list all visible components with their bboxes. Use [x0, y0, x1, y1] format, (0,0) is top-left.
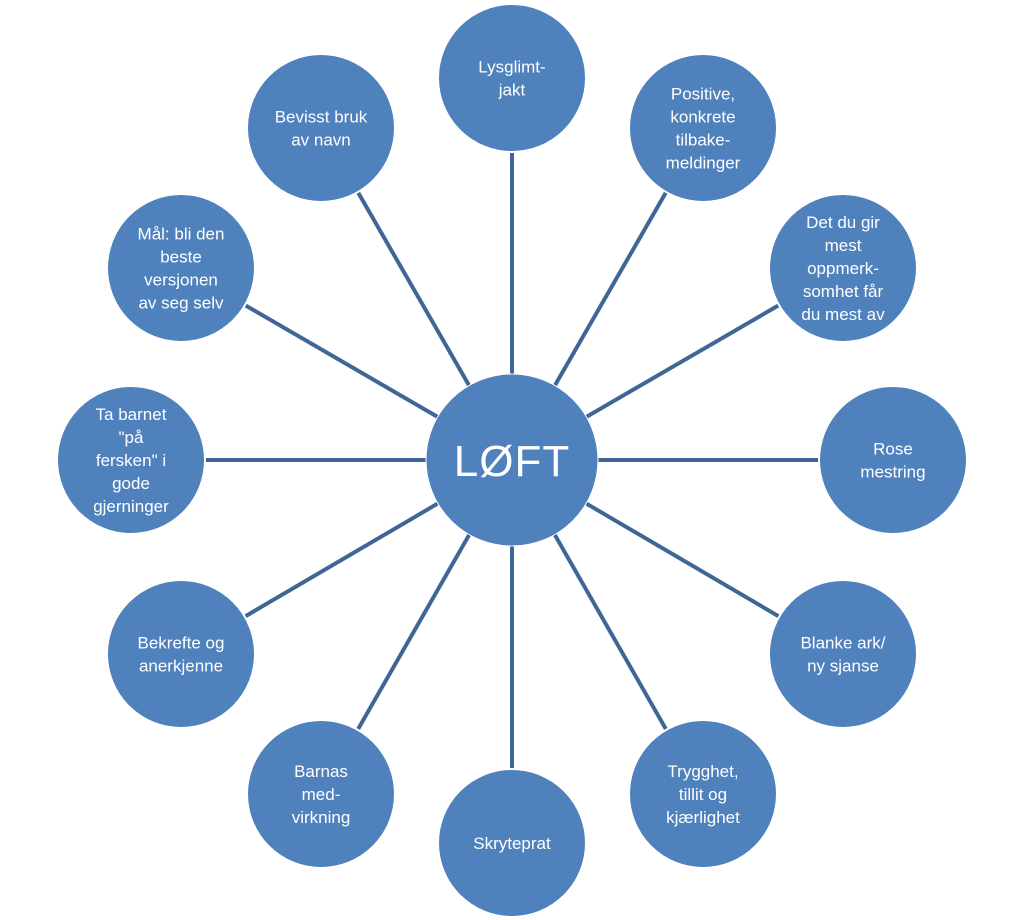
node-maal: Mål: bli den beste versjonen av seg selv [106, 193, 256, 343]
node-label-line: anerkjenne [139, 657, 223, 676]
node-circle [437, 3, 587, 153]
node-label-line: Det du gir [806, 213, 880, 232]
node-circle [56, 385, 206, 535]
node-trygghet: Trygghet, tillit og kjærlighet [628, 719, 778, 869]
node-label: Lysglimt-jakt [478, 58, 545, 100]
center-hub: LØFT [425, 373, 599, 547]
node-label-line: Blanke ark/ [800, 634, 885, 653]
node-circle [628, 53, 778, 203]
node-label-line: virkning [292, 808, 351, 827]
node-blanke-ark: Blanke ark/ny sjanse [768, 579, 918, 729]
node-circle [246, 719, 396, 869]
node-circle [628, 719, 778, 869]
node-label-line: beste [160, 248, 202, 267]
node-label-line: konkrete [670, 108, 735, 127]
spoke-trygghet [551, 531, 670, 733]
spoke-maal [242, 302, 441, 420]
node-ta-barnet: Ta barnet "på fersken" i gode gjerninger [56, 385, 206, 535]
node-circle [246, 53, 396, 203]
node-label-line: fersken" i [96, 451, 166, 470]
node-label-line: jakt [498, 81, 526, 100]
node-label-line: kjærlighet [666, 808, 740, 827]
node-label-line: av navn [291, 131, 351, 150]
node-label-line: av seg selv [138, 294, 224, 313]
node-label-line: meldinger [666, 154, 741, 173]
node-label-line: oppmerk- [807, 259, 879, 278]
node-label-line: "på [119, 428, 144, 447]
node-label-line: mest [825, 236, 862, 255]
node-circle [106, 193, 256, 343]
node-label: Bevisst bruk av navn [275, 108, 368, 150]
node-bevisst-bruk: Bevisst bruk av navn [246, 53, 396, 203]
node-positive-tilbakemeldinger: Positive, konkrete tilbake-meldinger [628, 53, 778, 203]
node-label-line: somhet får [803, 282, 884, 301]
node-circle [818, 385, 968, 535]
node-rose-mestring: Rose mestring [818, 385, 968, 535]
node-circle [768, 193, 918, 343]
node-label: Ta barnet "på fersken" i gode gjerninger [93, 405, 169, 516]
spoke-blanke-ark [583, 500, 782, 620]
node-label: Barnas med-virkning [292, 762, 351, 827]
node-circle [106, 579, 256, 729]
node-label-line: Bevisst bruk [275, 108, 368, 127]
node-label-line: Lysglimt- [478, 58, 545, 77]
spoke-bevisst-bruk [355, 189, 472, 389]
node-label-line: gjerninger [93, 497, 169, 516]
node-label-line: ny sjanse [807, 657, 879, 676]
node-label-line: Mål: bli den [138, 225, 225, 244]
spoke-barnas-medvirkning [354, 531, 473, 733]
node-label: Mål: bli den beste versjonen av seg selv [138, 225, 225, 313]
node-label: Rose mestring [860, 440, 925, 482]
node-label-line: du mest av [801, 305, 885, 324]
node-label-line: tillit og [679, 785, 727, 804]
node-label-line: Rose [873, 440, 913, 459]
spoke-oppmerksomhet [583, 302, 782, 420]
node-label-line: versjonen [144, 271, 218, 290]
node-oppmerksomhet: Det du gir mest oppmerk-somhet får du mest … [768, 193, 918, 343]
node-label-line: Trygghet, [667, 762, 738, 781]
node-label: Det du gir mest oppmerk-somhet får du mest … [801, 213, 885, 324]
node-label-line: Barnas [294, 762, 348, 781]
node-label-line: Bekrefte og [138, 634, 225, 653]
center-label: LØFT [454, 437, 570, 486]
node-barnas-medvirkning: Barnas med-virkning [246, 719, 396, 869]
node-label-line: Skryteprat [473, 834, 551, 853]
node-label: Skryteprat [473, 834, 551, 853]
node-circle [768, 579, 918, 729]
node-label-line: tilbake- [676, 131, 731, 150]
spoke-positive-tilbakemeldinger [552, 189, 669, 389]
node-circle [437, 768, 587, 918]
spokes [203, 150, 821, 771]
node-label-line: gode [112, 474, 150, 493]
node-lysglimtjakt: Lysglimt-jakt [437, 3, 587, 153]
node-label-line: mestring [860, 463, 925, 482]
node-label-line: med- [302, 785, 341, 804]
node-label: Blanke ark/ny sjanse [800, 634, 885, 676]
node-skryteprat: Skryteprat [437, 768, 587, 918]
node-bekrefte: Bekrefte og anerkjenne [106, 579, 256, 729]
node-label: Bekrefte og anerkjenne [138, 634, 225, 676]
node-label-line: Ta barnet [96, 405, 167, 424]
node-label: Trygghet, tillit og kjærlighet [666, 762, 740, 827]
spoke-bekrefte [242, 500, 441, 620]
center-circle [425, 373, 599, 547]
node-label: Positive, konkrete tilbake-meldinger [666, 85, 741, 173]
node-label-line: Positive, [671, 85, 735, 104]
